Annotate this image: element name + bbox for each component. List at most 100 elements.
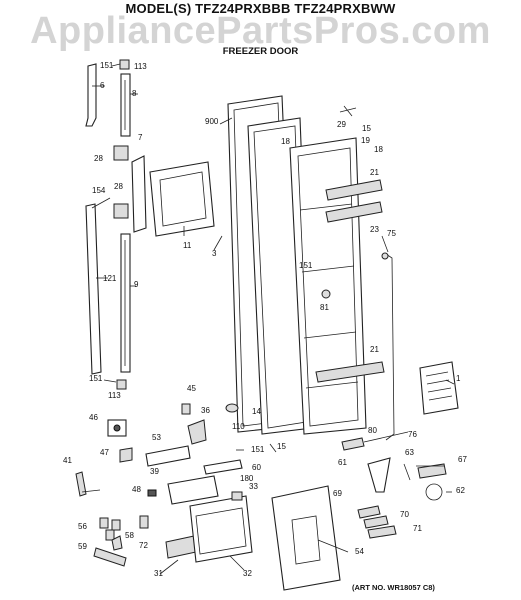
callout-76: 76	[408, 430, 417, 439]
callout-45: 45	[187, 384, 196, 393]
part-58	[111, 535, 123, 551]
pcb-39	[167, 475, 219, 505]
buttons-56	[99, 517, 121, 541]
callout-63: 63	[405, 448, 414, 457]
bracket-28-lower	[113, 203, 129, 219]
callout-28: 28	[114, 182, 123, 191]
callout-60: 60	[252, 463, 261, 472]
lever-70	[363, 515, 389, 529]
bracket-28-upper	[113, 145, 129, 161]
callout-32: 32	[243, 569, 252, 578]
actuator-36	[187, 419, 207, 445]
art-number: (ART NO. WR18057 C8)	[352, 583, 435, 592]
callout-31: 31	[154, 569, 163, 578]
callout-48: 48	[132, 485, 141, 494]
shelf-21-upper	[325, 179, 383, 223]
callout-46: 46	[89, 413, 98, 422]
callout-36: 36	[201, 406, 210, 415]
part-47	[119, 447, 133, 463]
callout-8: 8	[132, 89, 137, 98]
callout-18: 18	[374, 145, 383, 154]
callout-28: 28	[94, 154, 103, 163]
dispenser-frame-11	[149, 161, 215, 237]
callout-121: 121	[103, 274, 117, 283]
callout-61: 61	[338, 458, 347, 467]
callout-11: 11	[183, 241, 192, 250]
callout-154: 154	[92, 186, 106, 195]
leader-lines	[91, 63, 455, 575]
clip-113-top	[119, 59, 130, 70]
shelf-21-lower	[315, 361, 385, 383]
trim-strip-6	[85, 63, 97, 127]
callout-81: 81	[320, 303, 329, 312]
callout-180: 180	[240, 474, 254, 483]
callout-71: 71	[413, 524, 422, 533]
housing-32	[189, 495, 253, 563]
trim-strip-8	[120, 73, 131, 137]
callout-113: 113	[108, 391, 121, 400]
lever-69	[357, 505, 381, 519]
plate-53	[145, 445, 191, 467]
model-title: MODEL(S) TFZ24PRXBBB TFZ24PRXBWW	[125, 1, 396, 16]
callout-62: 62	[456, 486, 465, 495]
long-strip-9	[120, 233, 131, 373]
callout-56: 56	[78, 522, 87, 531]
label-card-1	[419, 361, 459, 415]
part-48	[147, 489, 157, 497]
callout-70: 70	[400, 510, 409, 519]
callout-6: 6	[100, 81, 105, 90]
callout-151: 151	[299, 261, 313, 270]
callout-69: 69	[333, 489, 342, 498]
callout-15: 15	[277, 442, 286, 451]
clip-113-bottom	[116, 379, 127, 390]
bracket-67	[417, 463, 447, 479]
callout-67: 67	[458, 455, 467, 464]
handle-60	[203, 459, 243, 475]
callout-58: 58	[125, 531, 134, 540]
bracket-41	[75, 471, 101, 497]
callout-33: 33	[249, 482, 258, 491]
callout-39: 39	[150, 467, 159, 476]
long-strip-121	[85, 203, 102, 375]
callout-53: 53	[152, 433, 161, 442]
part-63	[403, 463, 411, 481]
callout-1: 1	[456, 374, 461, 383]
callout-151: 151	[100, 61, 114, 70]
callout-29: 29	[337, 120, 346, 129]
bar-80	[341, 437, 365, 451]
part-45	[181, 403, 191, 415]
switch-46	[107, 419, 127, 437]
watermark: AppliancePartsPros.com	[30, 10, 491, 52]
callout-59: 59	[78, 542, 87, 551]
callout-75: 75	[387, 229, 396, 238]
callout-14: 14	[252, 407, 261, 416]
callout-80: 80	[368, 426, 377, 435]
callout-7: 7	[138, 133, 143, 142]
callout-9: 9	[134, 280, 139, 289]
callout-23: 23	[370, 225, 379, 234]
section-title: FREEZER DOOR	[222, 46, 299, 57]
callout-151: 151	[89, 374, 103, 383]
callout-41: 41	[63, 456, 72, 465]
handle-part-7	[131, 155, 147, 233]
clip-72	[139, 515, 149, 529]
callout-19: 19	[361, 136, 370, 145]
callout-900: 900	[205, 117, 219, 126]
part-33	[231, 491, 243, 501]
callout-72: 72	[139, 541, 148, 550]
callout-54: 54	[355, 547, 364, 556]
wire-76	[363, 431, 409, 443]
lever-71	[367, 525, 397, 539]
rod-75	[381, 252, 395, 441]
callout-151: 151	[251, 445, 265, 454]
callout-21: 21	[370, 345, 379, 354]
callout-110: 110	[232, 422, 245, 431]
cup-61	[367, 457, 391, 493]
callout-113: 113	[134, 62, 147, 71]
callout-3: 3	[212, 249, 217, 258]
part-59	[93, 547, 127, 567]
panel-54	[271, 485, 341, 591]
